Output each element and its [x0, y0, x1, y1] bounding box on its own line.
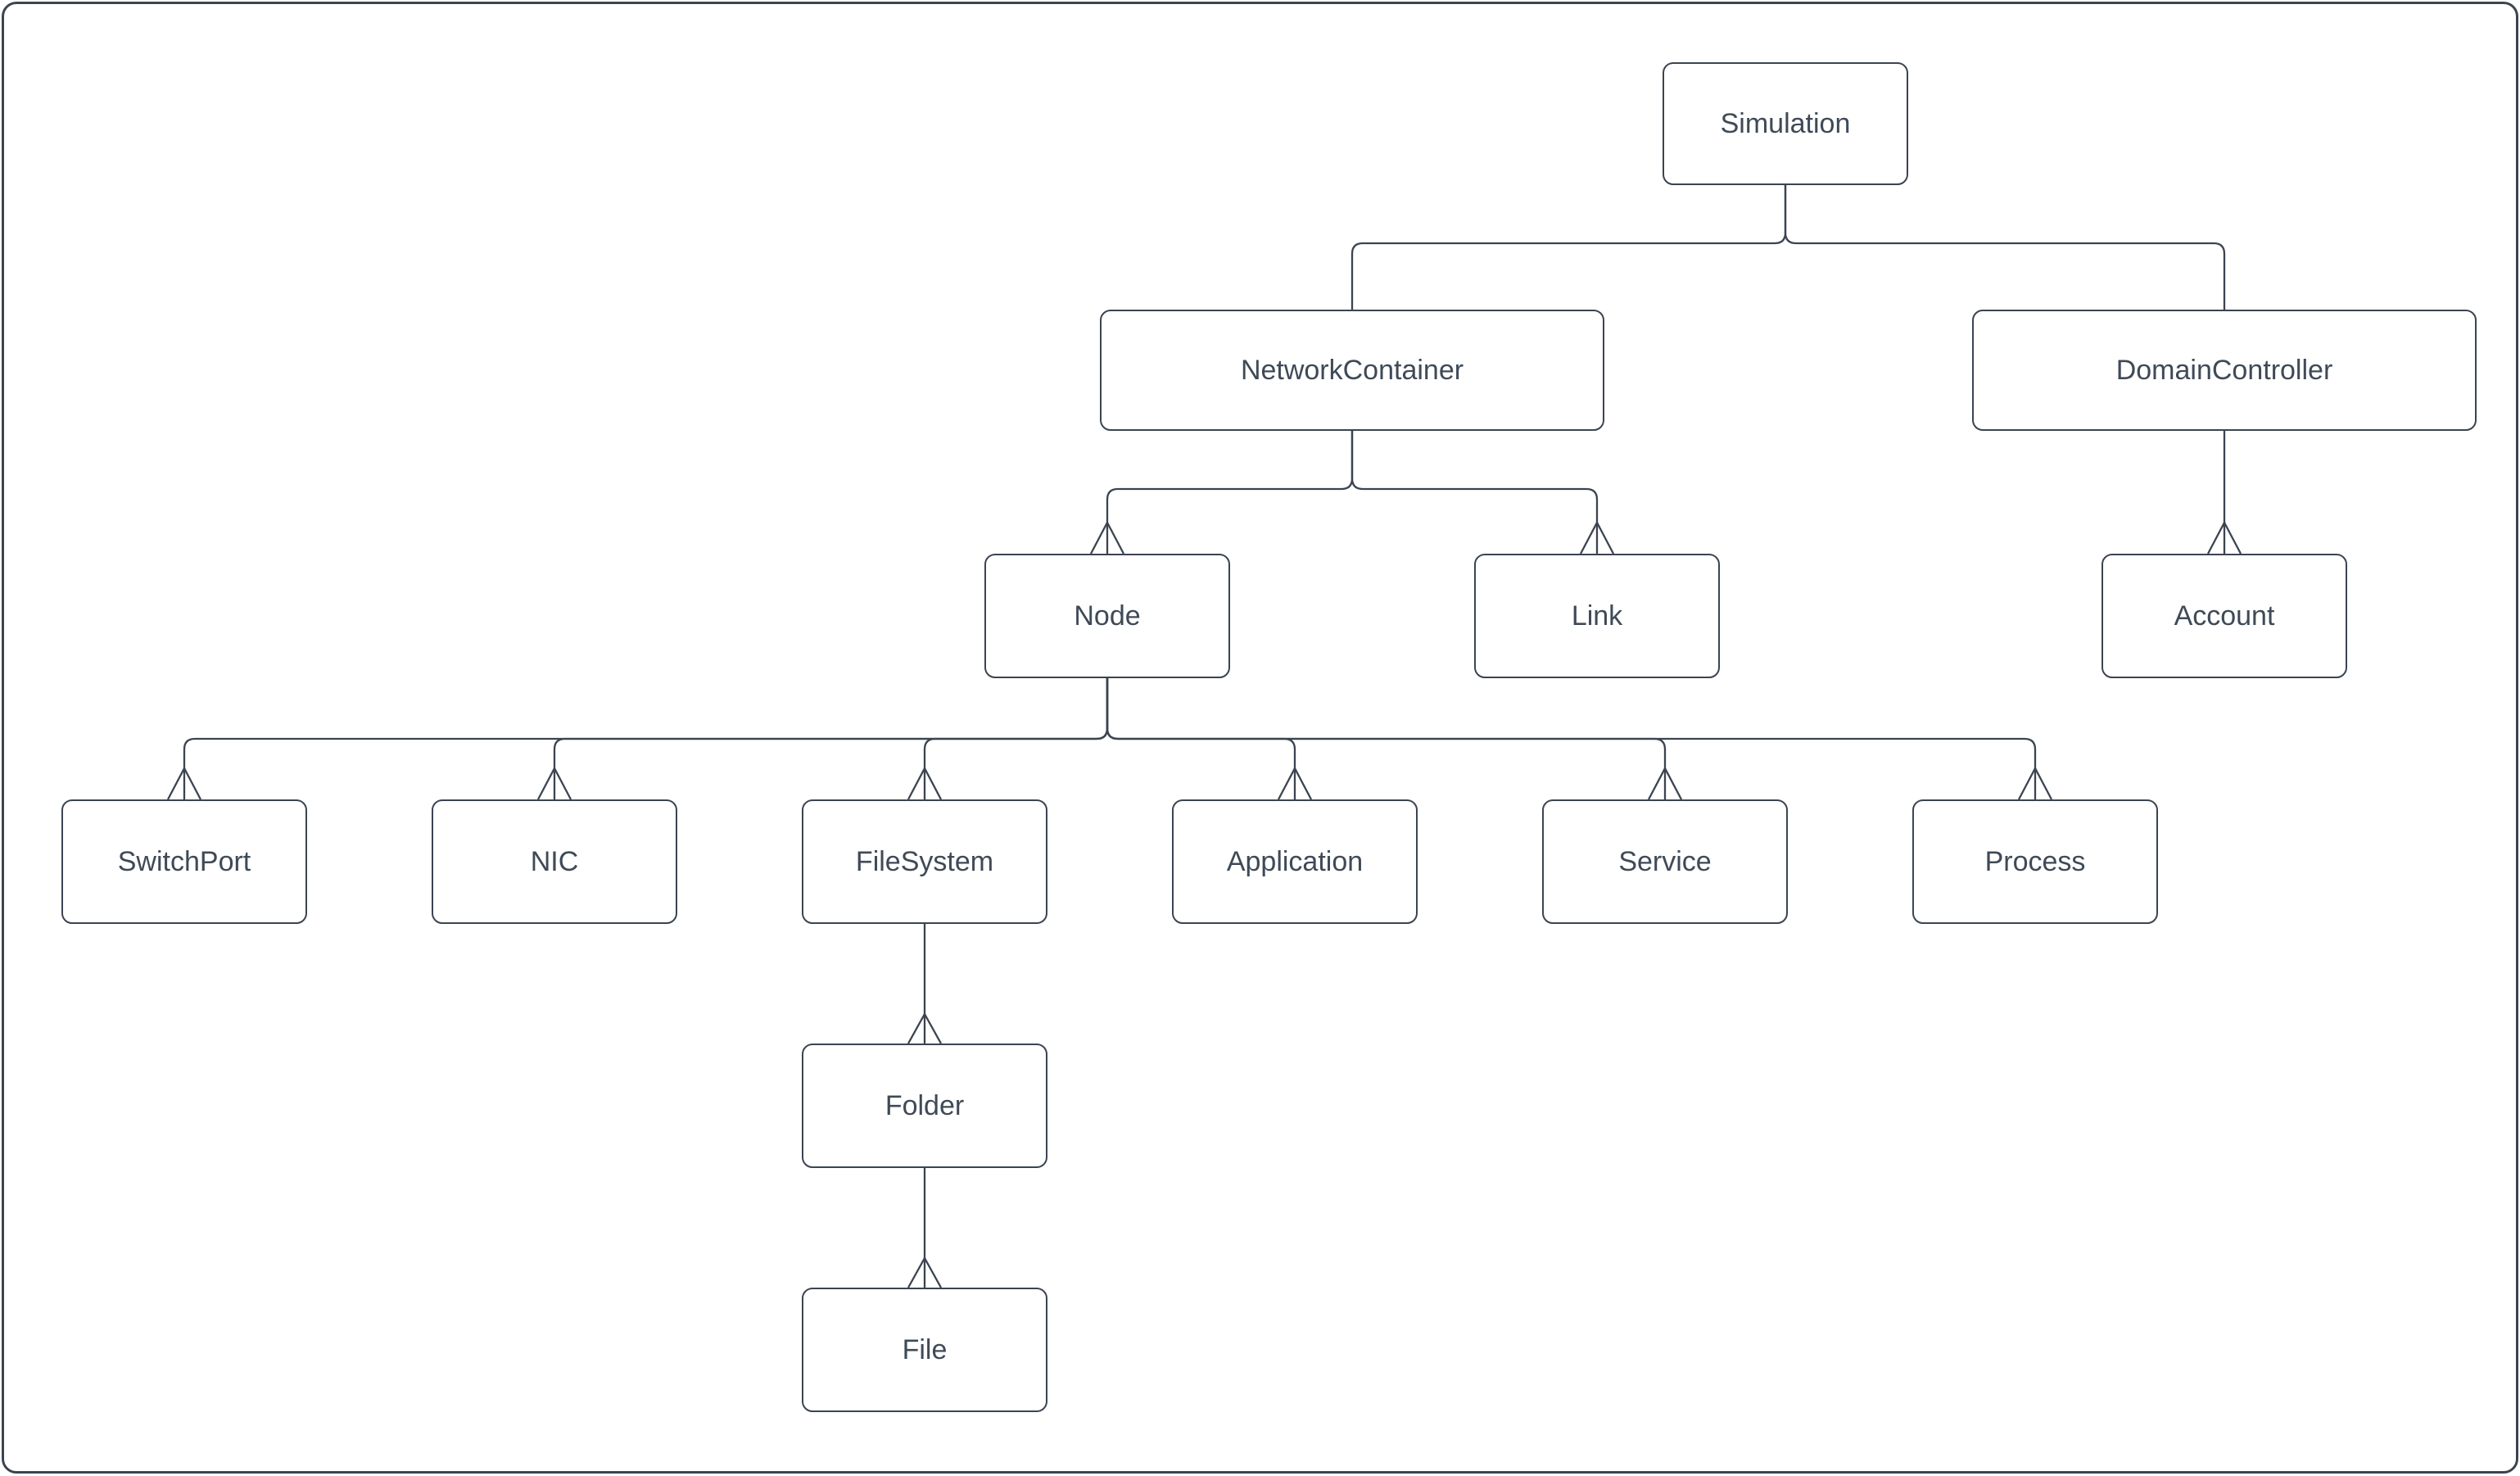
node-nic[interactable]: NIC [432, 799, 677, 924]
node-label-account: Account [2174, 600, 2275, 632]
node-label-switchport: SwitchPort [117, 846, 251, 877]
node-label-process: Process [1984, 846, 2086, 877]
node-label-node: Node [1074, 600, 1141, 632]
node-process[interactable]: Process [1912, 799, 2158, 924]
node-simulation[interactable]: Simulation [1663, 62, 1908, 185]
node-label-networkcontainer: NetworkContainer [1240, 355, 1464, 386]
node-label-simulation: Simulation [1720, 108, 1851, 139]
node-file[interactable]: File [802, 1288, 1047, 1412]
node-label-service: Service [1618, 846, 1712, 877]
node-folder[interactable]: Folder [802, 1044, 1047, 1168]
node-account[interactable]: Account [2102, 554, 2347, 678]
node-label-domaincontroller: DomainController [2115, 355, 2333, 386]
node-service[interactable]: Service [1542, 799, 1788, 924]
node-switchport[interactable]: SwitchPort [61, 799, 307, 924]
node-label-link: Link [1571, 600, 1623, 632]
node-label-application: Application [1226, 846, 1364, 877]
node-domaincontroller[interactable]: DomainController [1972, 310, 2477, 431]
node-label-folder: Folder [884, 1090, 965, 1121]
node-label-filesystem: FileSystem [855, 846, 994, 877]
node-label-file: File [902, 1334, 948, 1365]
node-link[interactable]: Link [1474, 554, 1720, 678]
node-application[interactable]: Application [1172, 799, 1418, 924]
node-filesystem[interactable]: FileSystem [802, 799, 1047, 924]
node-label-nic: NIC [530, 846, 579, 877]
node-node[interactable]: Node [984, 554, 1230, 678]
node-networkcontainer[interactable]: NetworkContainer [1100, 310, 1604, 431]
